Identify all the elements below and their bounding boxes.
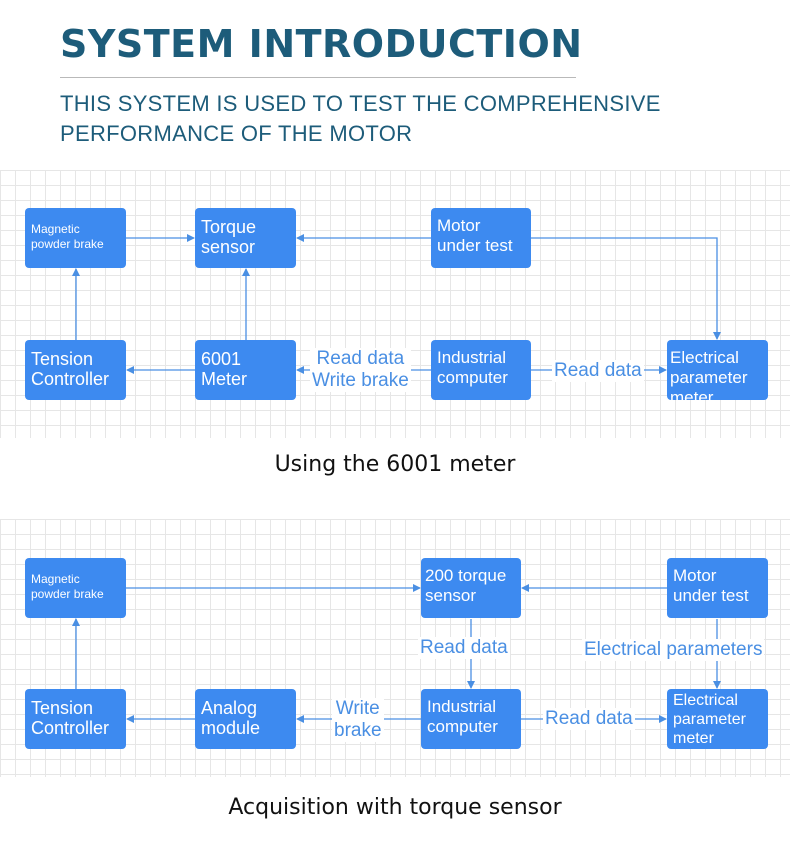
- node-label: Analog module: [201, 698, 261, 738]
- page-subtitle: THIS SYSTEM IS USED TO TEST THE COMPREHE…: [60, 89, 661, 149]
- d2-analog-module-node: Analog module: [195, 689, 296, 749]
- d2-write-brake-label: Write brake: [332, 698, 384, 742]
- diagram-1-grid-background: [0, 170, 790, 438]
- d1-motor-to-electrical: [531, 237, 721, 340]
- page-title: SYSTEM INTRODUCTION: [60, 22, 583, 66]
- d1-magnetic-powder-brake-node: Magnetic powder brake: [25, 208, 126, 268]
- d2-tension-controller-node: Tension Controller: [25, 689, 126, 749]
- node-label: Motor under test: [673, 566, 749, 605]
- d1-tension-controller-node: Tension Controller: [25, 340, 126, 400]
- node-label: Motor under test: [437, 216, 513, 255]
- node-label: Torque sensor: [201, 217, 257, 257]
- d1-read-data-label: Read data: [552, 360, 644, 382]
- d2-electrical-parameters-label: Electrical parameters: [582, 639, 765, 661]
- subtitle-line-2: PERFORMANCE OF THE MOTOR: [60, 121, 413, 146]
- node-label: Tension Controller: [31, 698, 110, 738]
- d2-magnetic-powder-brake-node: Magnetic powder brake: [25, 558, 126, 618]
- node-label: Tension Controller: [31, 349, 110, 389]
- d1-6001-meter-node: 6001 Meter: [195, 340, 296, 400]
- node-label: 200 torque sensor: [425, 566, 507, 605]
- d2-industrial-computer-node: Industrial computer: [421, 689, 521, 749]
- d1-industrial-computer-node: Industrial computer: [431, 340, 531, 400]
- node-label: Electrical parameter meter: [673, 692, 746, 747]
- node-label: Magnetic powder brake: [31, 222, 104, 251]
- node-label: Electrical parameter meter: [670, 348, 748, 400]
- d1-motor-under-test-node: Motor under test: [431, 208, 531, 268]
- d1-caption: Using the 6001 meter: [274, 452, 516, 477]
- d2-read-data-vertical-label: Read data: [418, 637, 510, 659]
- node-label: Industrial computer: [427, 697, 498, 736]
- node-label: 6001 Meter: [201, 349, 248, 389]
- node-label: Magnetic powder brake: [31, 572, 104, 601]
- d2-caption: Acquisition with torque sensor: [228, 795, 562, 820]
- d1-torque-sensor-node: Torque sensor: [195, 208, 296, 268]
- d2-200-torque-sensor-node: 200 torque sensor: [421, 558, 521, 618]
- d2-electrical-parameter-meter-node: Electrical parameter meter: [667, 689, 768, 749]
- d2-motor-under-test-node: Motor under test: [667, 558, 768, 618]
- title-divider: [60, 77, 576, 78]
- subtitle-line-1: THIS SYSTEM IS USED TO TEST THE COMPREHE…: [60, 91, 661, 116]
- d2-read-data-label: Read data: [543, 708, 635, 730]
- diagram-2-grid-background: [0, 519, 790, 777]
- d1-read-write-label: Read data Write brake: [310, 348, 411, 392]
- node-label: Industrial computer: [437, 348, 508, 387]
- d1-electrical-parameter-meter-node: Electrical parameter meter: [667, 340, 768, 400]
